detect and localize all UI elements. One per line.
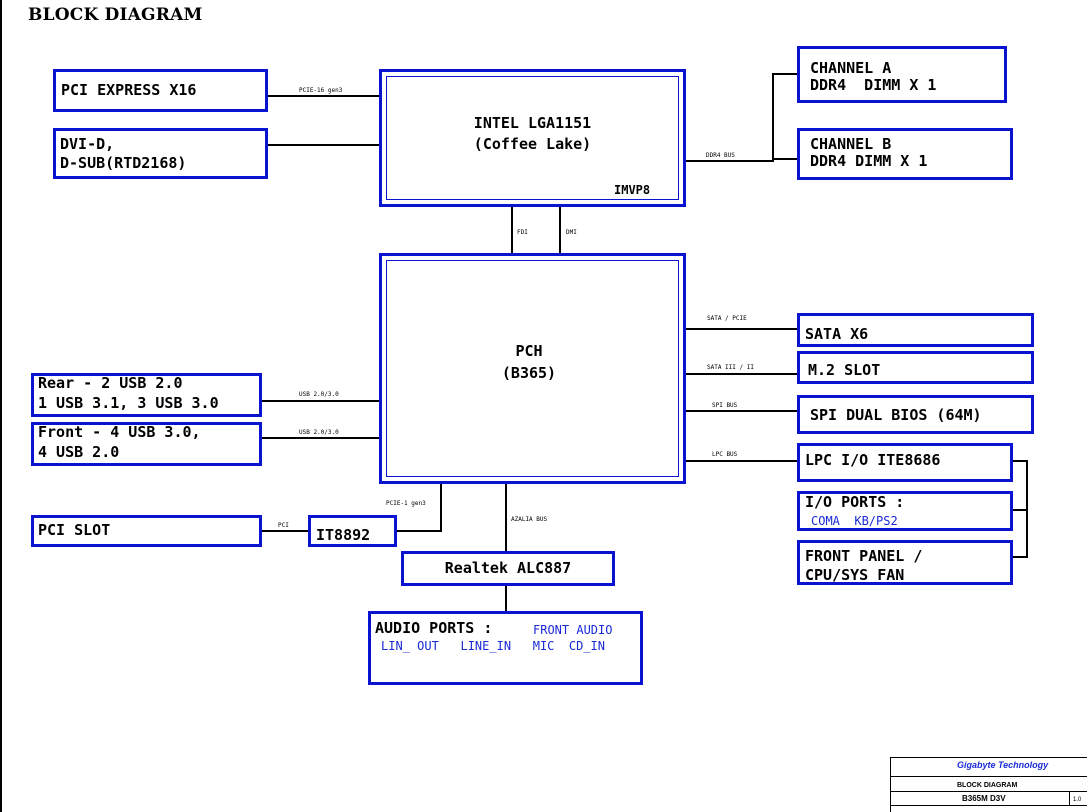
bus-label-spi: SPI BUS (712, 402, 738, 409)
front-panel-label-2: CPU/SYS FAN (805, 566, 905, 584)
sata-label: SATA X6 (805, 325, 869, 343)
pci-slot-label: PCI SLOT (38, 521, 111, 539)
pch-box (379, 253, 686, 484)
bus-label-ddr4: DDR4 BUS (706, 152, 735, 159)
pcie-x16-box (53, 69, 268, 112)
page-title: BLOCK DIAGRAM (28, 5, 203, 25)
channel-a-label-2: DDR4 DIMM X 1 (810, 76, 937, 94)
realtek-box (401, 551, 615, 586)
channel-b-box (797, 128, 1013, 180)
page-border (0, 0, 2, 812)
m2-label: M.2 SLOT (808, 361, 881, 379)
pcie-x16-label: PCI EXPRESS X16 (61, 81, 197, 99)
title-block-rev: 1.0 (1073, 797, 1082, 803)
bus-label-dmi: DMI (566, 229, 577, 236)
cpu-label-2: (Coffee Lake) (473, 135, 592, 153)
company-name: Gigabyte Technology (957, 760, 1049, 770)
io-ports-sub: COMA KB/PS2 (811, 514, 898, 528)
usb-rear-box (31, 373, 262, 417)
bus-label-usb1: USB 2.0/3.0 (299, 391, 339, 398)
cpu-box (379, 69, 686, 207)
imvp8-label: IMVP8 (614, 183, 651, 197)
channel-a-label-1: CHANNEL A (810, 59, 892, 77)
bus-label-lpc: LPC BUS (712, 451, 738, 458)
spi-bios-box (797, 395, 1034, 434)
pcie1-line (397, 483, 442, 532)
usb-rear-label-2: 1 USB 3.1, 3 USB 3.0 (38, 394, 219, 412)
lpc-io-box (797, 443, 1013, 482)
usb-front-label-2: 4 USB 2.0 (38, 443, 120, 461)
ddr4-line-a (686, 73, 798, 162)
bus-label-pcie16: PCIE-16 gen3 (299, 87, 343, 94)
channel-b-label-1: CHANNEL B (810, 135, 892, 153)
cpu-label-1: INTEL LGA1151 (473, 114, 592, 132)
usb-rear-label-1: Rear - 2 USB 2.0 (38, 374, 183, 392)
it8892-label: IT8892 (316, 526, 371, 544)
pch-label-1: PCH (515, 342, 543, 360)
bus-label-sata3: SATA III / II (707, 364, 754, 371)
sata-box (797, 313, 1034, 347)
spi-bios-label: SPI DUAL BIOS (64M) (810, 406, 982, 424)
bus-label-usb2: USB 2.0/3.0 (299, 429, 339, 436)
pch-label-2: (B365) (501, 364, 557, 382)
channel-a-box (797, 46, 1007, 103)
title-block-doc-title: BLOCK DIAGRAM (957, 782, 1018, 789)
front-audio-label: FRONT AUDIO (533, 623, 613, 637)
bus-label-fdi: FDI (517, 229, 528, 236)
bus-label-pci: PCI (278, 522, 289, 529)
io-ports-box (797, 491, 1013, 531)
audio-ports-box (368, 611, 643, 685)
it8892-box (308, 515, 397, 547)
usb-front-box (31, 422, 262, 466)
front-panel-label-1: FRONT PANEL / (805, 547, 923, 565)
io-ports-title: I/O PORTS : (805, 493, 905, 511)
dvi-label-1: DVI-D, (60, 135, 115, 153)
audio-ports-title: AUDIO PORTS : (375, 619, 493, 637)
realtek-label: Realtek ALC887 (444, 559, 572, 577)
bus-label-azalia: AZALIA BUS (511, 516, 548, 523)
usb-front-label-1: Front - 4 USB 3.0, (38, 423, 201, 441)
lpc-io-label: LPC I/O ITE8686 (805, 451, 941, 469)
title-block: Gigabyte Technology BLOCK DIAGRAM B365M … (890, 757, 1087, 812)
dvi-label-2: D-SUB(RTD2168) (60, 154, 187, 172)
channel-b-label-2: DDR4 DIMM X 1 (810, 152, 928, 170)
bus-label-pcie1: PCIE-1 gen3 (386, 500, 426, 507)
title-block-model: B365M D3V (962, 794, 1006, 803)
bus-label-sata-pcie: SATA / PCIE (707, 315, 747, 322)
dvi-box (53, 128, 268, 179)
front-panel-box (797, 540, 1013, 585)
m2-box (797, 351, 1034, 384)
audio-ports-list: LIN_ OUT LINE_IN MIC CD_IN (381, 639, 605, 653)
pci-slot-box (31, 515, 262, 547)
